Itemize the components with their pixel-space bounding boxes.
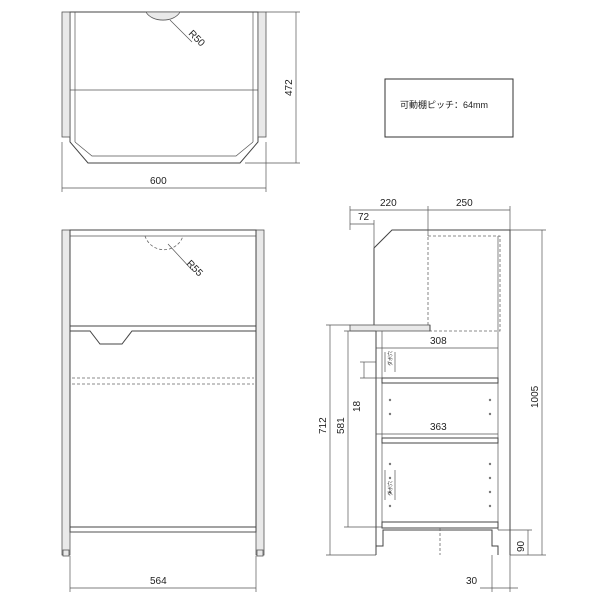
dim564-label: 564 [150,576,167,587]
side-shelf-2 [381,437,499,444]
top-view-left-panel [61,11,71,138]
dim472-label: 472 [284,79,295,96]
dim712-label: 712 [318,417,329,434]
side-upper-shelf-area [427,235,501,332]
dim18-label: 18 [352,400,363,412]
top-view: R50 600 472 [61,11,300,192]
top-cable-cutout [145,11,181,21]
dim72-label: 72 [358,212,370,223]
front-foot-right [256,549,264,557]
shelf-pin-mark-2: ダボ穴 [384,470,396,500]
note-frame [384,78,514,138]
dim600-label: 600 [150,176,167,187]
top-view-right-panel [257,11,267,138]
side-base [375,529,499,555]
front-view: R55 564 [61,229,265,592]
dim363-label: 363 [430,422,447,433]
r50-label: R50 [186,28,207,49]
side-back-panel-outer [373,229,511,555]
r55-label: R55 [184,258,205,279]
front-body [69,229,257,533]
front-left-panel [61,229,71,556]
side-shelf-1 [381,377,499,384]
r55-leader [167,243,193,271]
r50-leader [169,19,193,43]
dim90-label: 90 [516,540,527,552]
dim30-label: 30 [466,576,478,587]
dim220-label: 220 [380,198,397,209]
side-dowel-holes [388,398,492,508]
side-view: ダボ穴 ダボ穴 220 250 72 308 363 712 581 [318,198,546,592]
side-top-board [349,324,431,332]
front-shelf-notch [70,330,256,345]
front-cable-cutout [144,235,184,251]
top-view-outline [69,11,259,164]
front-foot-left [62,549,70,557]
note-text: 可動棚ピッチ：64mm [400,99,488,110]
side-bottom-board [381,521,499,529]
dim581-label: 581 [336,417,347,434]
shelf-pin-mark-1: ダボ穴 [384,351,396,372]
top-front-chamfer [74,141,254,157]
shelf-pin-label-1: ダボ穴 [387,351,394,366]
note-box: 可動棚ピッチ：64mm [384,78,514,138]
shelf-pin-label-2: ダボ穴 [387,481,394,496]
dim1005-label: 1005 [530,385,541,408]
dim308-label: 308 [430,336,447,347]
front-right-panel [255,229,265,556]
dim250-label: 250 [456,198,473,209]
